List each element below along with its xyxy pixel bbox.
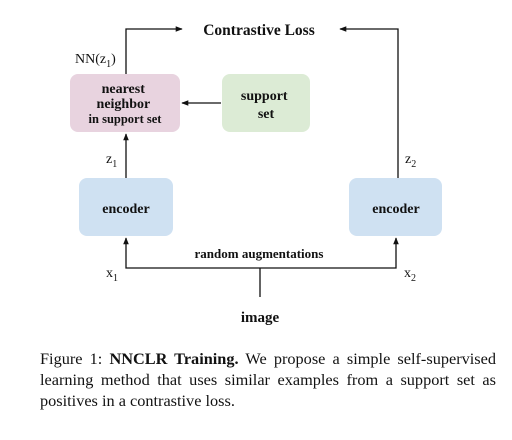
z2-label: z2 — [405, 152, 416, 170]
left-loss-arrow — [125, 26, 183, 74]
left-encoder-label: encoder — [102, 202, 149, 217]
caption-body: We propose a simple self-supervised lear… — [40, 349, 496, 410]
z1-label: z1 — [106, 152, 117, 170]
left-augmentation-arrow — [123, 237, 260, 269]
figure-caption: Figure 1: NNCLR Training. We propose a s… — [40, 348, 496, 411]
image-label: image — [241, 310, 280, 326]
right-loss-arrow — [339, 26, 399, 178]
left-encoder-box — [79, 178, 173, 236]
right-encoder-box — [349, 178, 442, 236]
caption-title: NNCLR Training. — [109, 349, 239, 368]
contrastive-loss-title: Contrastive Loss — [203, 22, 315, 39]
nearest-neighbor-box — [70, 74, 180, 132]
nnclr-diagram: Contrastive Loss NN(z1) nearest neighbor… — [70, 22, 442, 326]
nearest-neighbor-label: nearest neighbor in support set — [89, 82, 163, 126]
right-encoder-label: encoder — [372, 202, 419, 217]
support-set-label: support set — [241, 89, 291, 122]
support-set-box — [222, 74, 310, 132]
random-augmentations-label: random augmentations — [195, 246, 324, 261]
right-augmentation-arrow — [260, 237, 399, 269]
caption-label: Figure 1: — [40, 349, 103, 368]
x2-label: x2 — [404, 266, 416, 284]
x1-label: x1 — [106, 266, 118, 284]
nn-z1-label: NN(z1) — [75, 52, 116, 70]
